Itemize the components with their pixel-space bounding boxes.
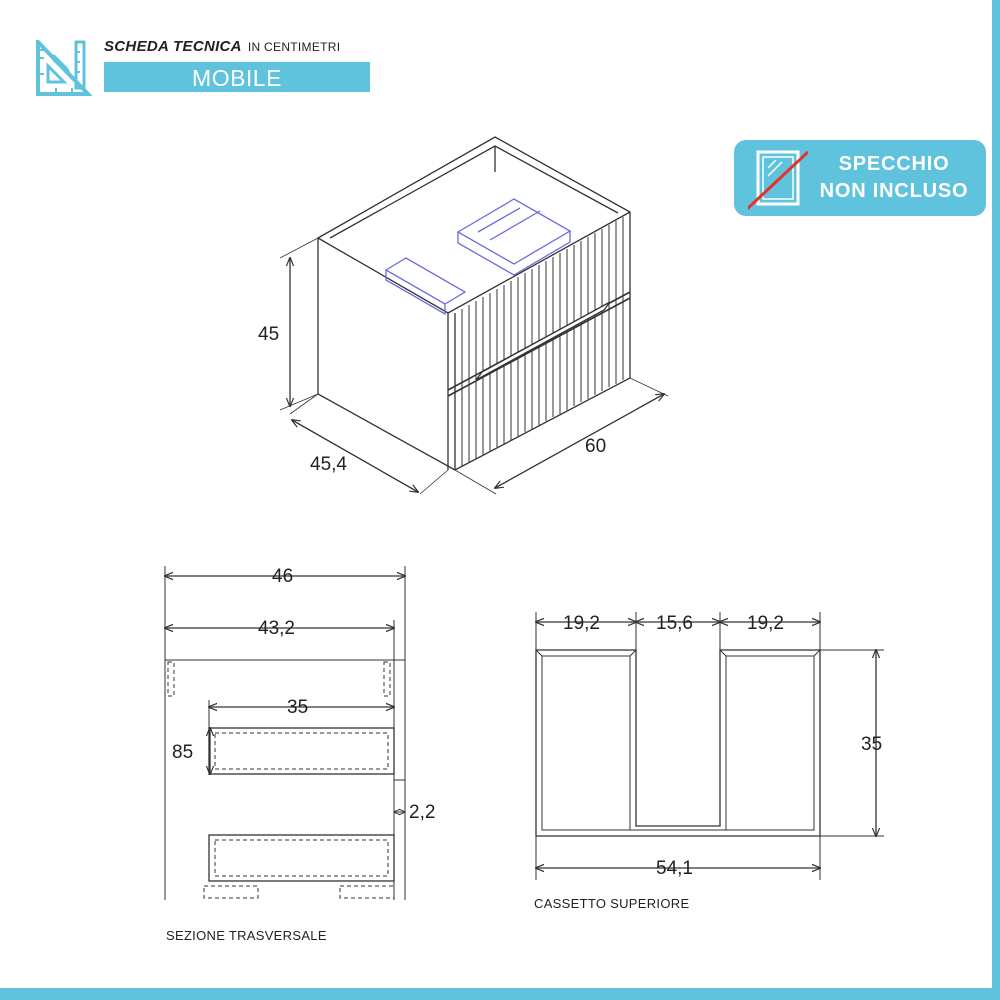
dim-left-width-19-2: 19,2: [563, 613, 600, 634]
crossed-mirror-icon: [748, 150, 808, 210]
inner-drawer-compartments: [384, 198, 572, 316]
ruler-pencil-icon: [36, 37, 93, 96]
dim-inner-width-43-2: 43,2: [258, 618, 295, 639]
dim-depth-45-4: 45,4: [310, 454, 347, 475]
badge-line-2: NON INCLUSO: [819, 180, 969, 202]
sheet-title: SCHEDA TECNICA: [104, 38, 242, 55]
top-drawer-view: [536, 612, 884, 880]
mirror-not-included-badge: SPECCHIO NON INCLUSO: [734, 140, 986, 216]
bottom-accent-bar: [0, 988, 1000, 1000]
dim-drawer-height-35: 35: [861, 734, 882, 755]
dim-drawer-height-85: 85: [172, 742, 193, 763]
dim-gap-2-2: 2,2: [409, 802, 435, 823]
isometric-cabinet-view: [279, 136, 669, 495]
cross-section-caption: SEZIONE TRASVERSALE: [166, 928, 327, 943]
product-banner: MOBILE: [104, 62, 370, 92]
cross-section-view: [165, 566, 405, 900]
header-title: SCHEDA TECNICA IN CENTIMETRI: [104, 38, 340, 55]
product-name: MOBILE: [192, 65, 282, 91]
dim-height-45: 45: [258, 324, 279, 345]
dim-outer-width-46: 46: [272, 566, 293, 587]
dim-drawer-width-35: 35: [287, 697, 308, 718]
dim-width-60: 60: [585, 436, 606, 457]
badge-line-1: SPECCHIO: [838, 153, 950, 175]
dim-right-width-19-2: 19,2: [747, 613, 784, 634]
dim-middle-width-15-6: 15,6: [656, 613, 693, 634]
top-drawer-caption: CASSETTO SUPERIORE: [534, 896, 689, 911]
dim-total-width-54-1: 54,1: [656, 858, 693, 879]
right-accent-bar: [992, 0, 1000, 1000]
unit-label: IN CENTIMETRI: [247, 40, 341, 54]
